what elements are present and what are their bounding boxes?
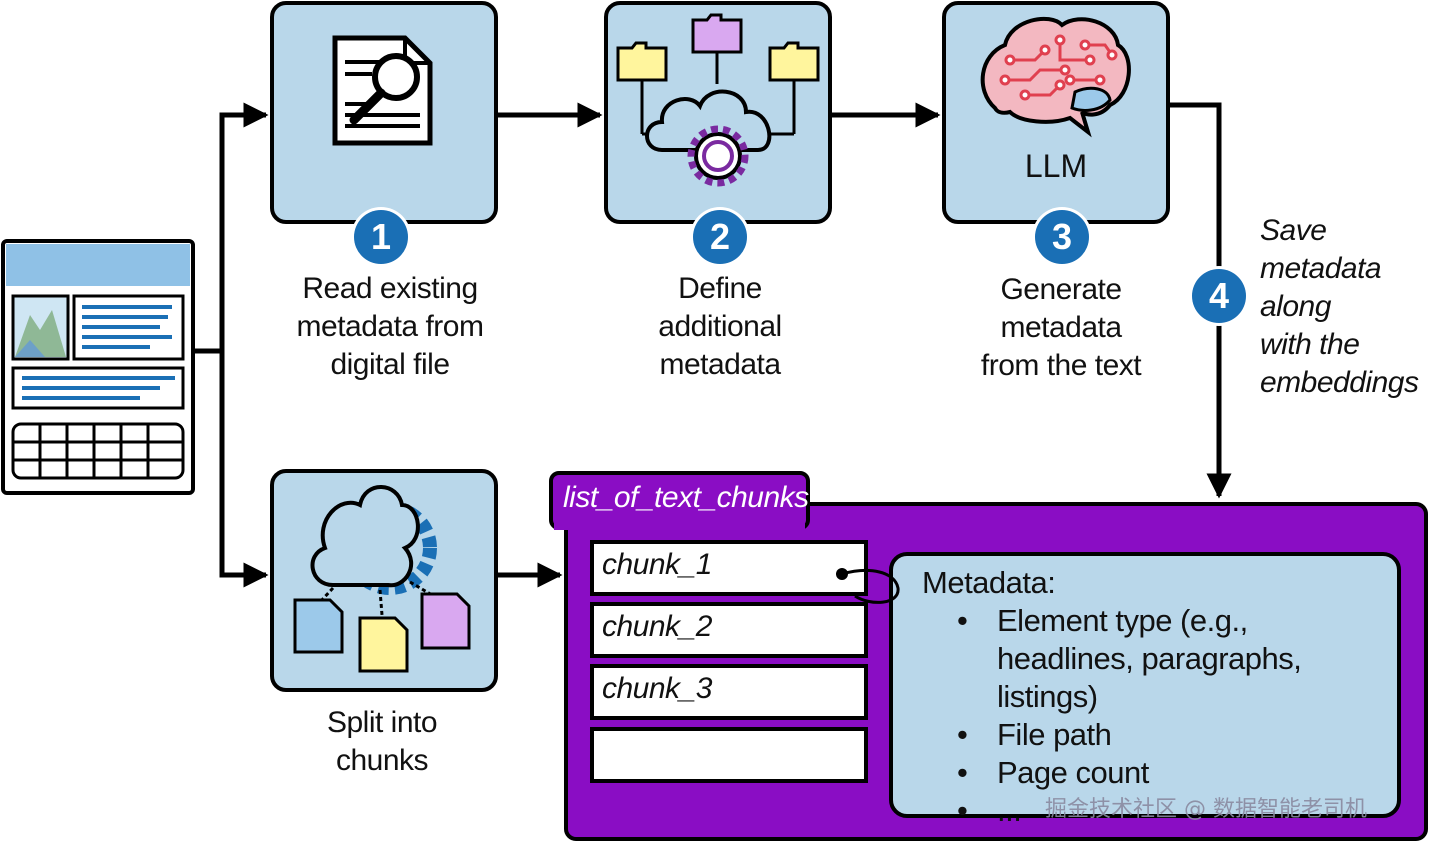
step4-number: 4 <box>1208 275 1230 316</box>
metadata-heading: Metadata: <box>922 565 1056 600</box>
step2-caption: Define additional metadata <box>658 272 782 381</box>
metadata-item: Element type (e.g., headlines, paragraph… <box>957 602 1392 716</box>
chunk-list-title: list_of_text_chunks <box>563 481 809 514</box>
metadata-item: Page count <box>957 754 1392 792</box>
document-search-icon <box>332 35 433 146</box>
chunk-label-3: chunk_3 <box>602 672 712 705</box>
metadata-item: File path <box>957 716 1392 754</box>
link-icon <box>836 568 900 604</box>
cloud-split-icon <box>293 485 471 673</box>
step2-badge <box>690 207 750 267</box>
step4-caption: Save metadata along with the embeddings <box>1260 214 1419 399</box>
step4-badge <box>1189 266 1249 326</box>
step1-caption: Read existing metadata from digital file <box>296 272 484 381</box>
metadata-list: Element type (e.g., headlines, paragraph… <box>922 602 1392 830</box>
connector-lines <box>193 102 1232 588</box>
document-source-icon <box>1 239 195 495</box>
step3-caption: Generate metadata from the text <box>980 273 1142 382</box>
chunk-label-1: chunk_1 <box>602 548 712 581</box>
split-caption: Split into chunks <box>326 706 438 777</box>
watermark: 掘金技术社区 @ 数据智能老司机 <box>1045 797 1367 822</box>
llm-label: LLM <box>1024 148 1088 184</box>
chunk-box-2 <box>590 602 868 658</box>
chunk-box-4 <box>590 727 868 783</box>
step3-badge <box>1032 207 1092 267</box>
step2-number: 2 <box>709 216 731 257</box>
cloud-network-icon <box>616 13 820 187</box>
chunk-label-2: chunk_2 <box>602 610 712 643</box>
step1-badge <box>351 207 411 267</box>
brain-icon <box>980 16 1131 138</box>
chunk-box-1 <box>590 540 868 596</box>
metadata-panel: Metadata: Element type (e.g., headlines,… <box>922 564 1392 830</box>
chunk-box-3 <box>590 664 868 720</box>
metadata-item: ... <box>957 792 1392 830</box>
step3-number: 3 <box>1051 216 1073 257</box>
step1-number: 1 <box>370 216 392 257</box>
